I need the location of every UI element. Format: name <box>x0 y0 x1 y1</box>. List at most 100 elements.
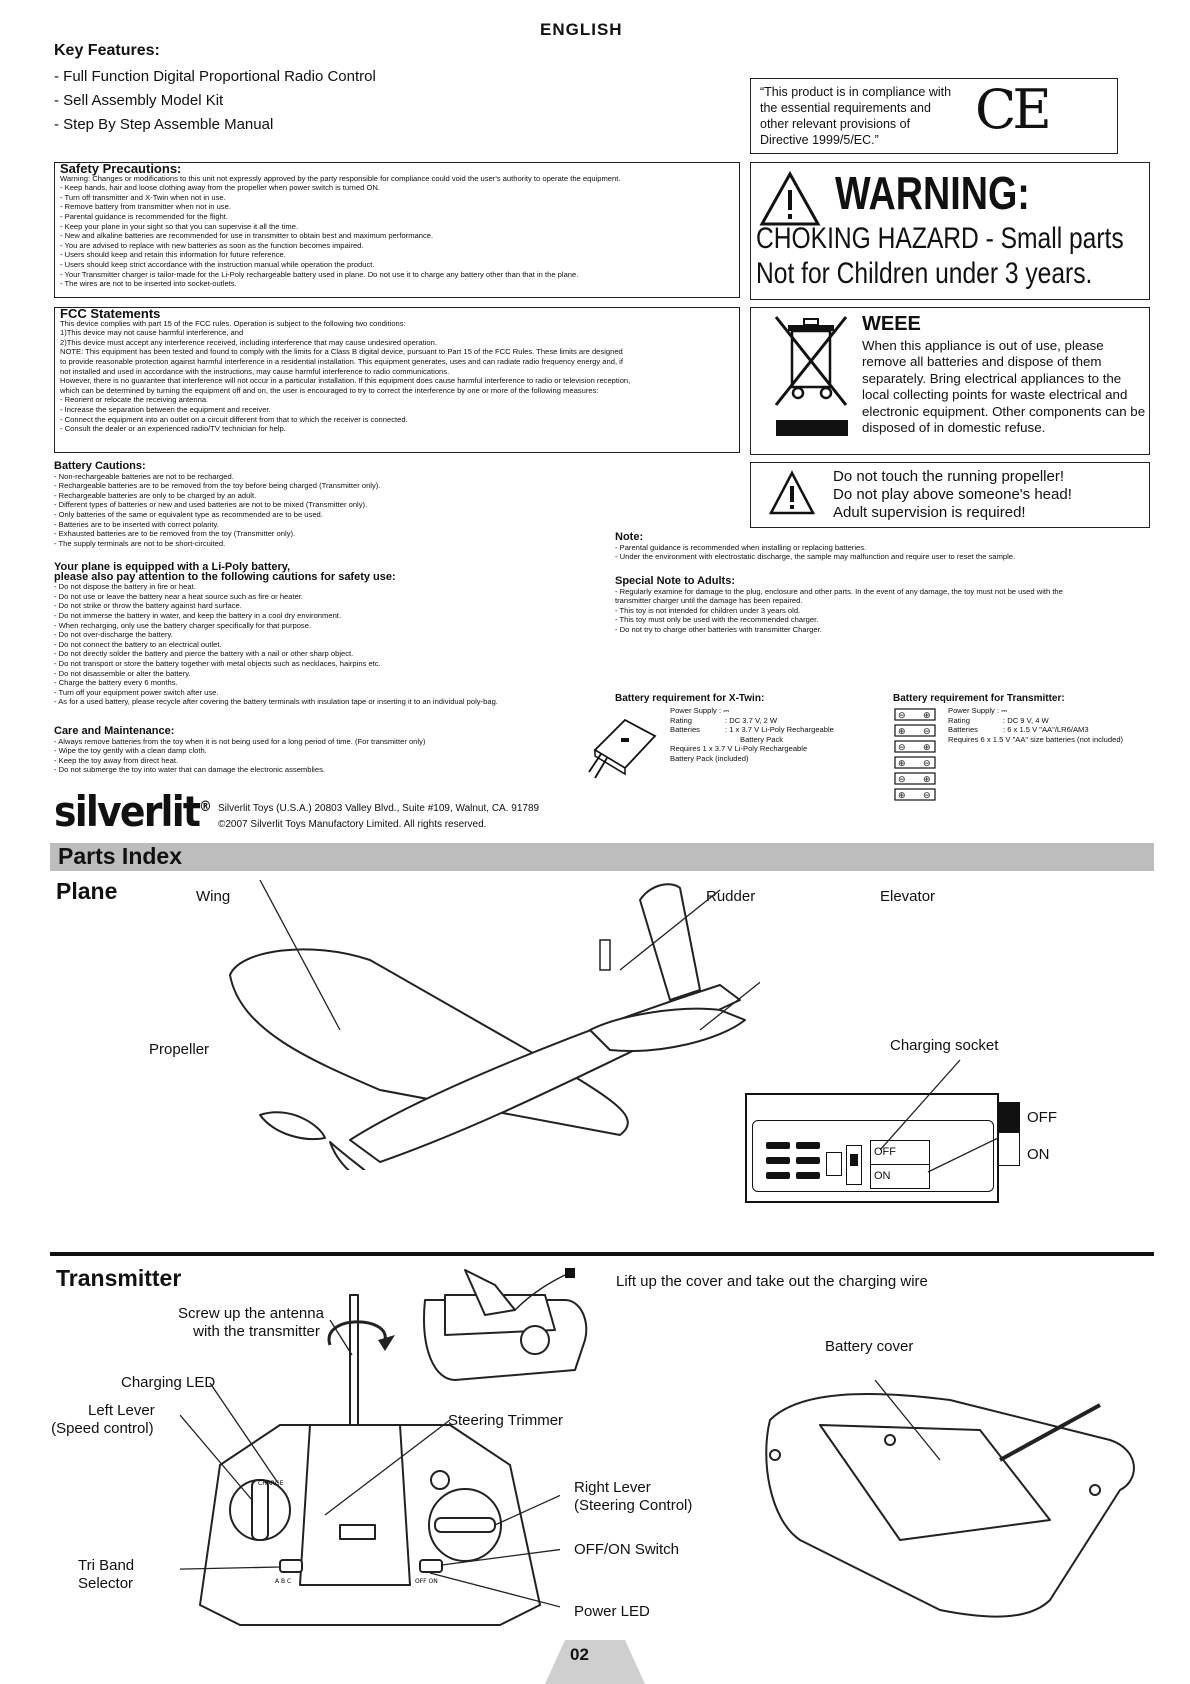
page-number-tab <box>545 1640 645 1684</box>
care-line: - Do not submerge the toy into water tha… <box>54 765 325 775</box>
care-maintenance: Care and Maintenance: - Always remove ba… <box>54 725 614 775</box>
key-features-list: - Full Function Digital Proportional Rad… <box>54 65 376 137</box>
company-address: Silverlit Toys (U.S.A.) 20803 Valley Blv… <box>218 803 540 814</box>
fcc-line: However, there is no guarantee that inte… <box>60 376 631 386</box>
lipoly-line: - Do not over-discharge the battery. <box>54 630 173 640</box>
svg-text:⊖: ⊖ <box>898 775 906 785</box>
parts-index-title: Parts Index <box>58 843 182 869</box>
rating-value: : DC 9 V, 4 W <box>1003 715 1049 725</box>
lipoly-line: - Do not disassemble or alter the batter… <box>54 668 191 678</box>
propeller-warning-text: Do not touch the running propeller! Do n… <box>833 468 1072 522</box>
svg-text:⊖: ⊖ <box>898 711 906 721</box>
warning-title: WARNING: <box>835 167 1030 219</box>
svg-text:⊕: ⊕ <box>898 791 906 801</box>
safety-line: - Parental guidance is recommended for t… <box>60 211 228 221</box>
safety-line: - You are advised to replace with new ba… <box>60 240 364 250</box>
charge-text: CHARGE <box>258 1480 284 1487</box>
special-note-line: - This toy is not intended for children … <box>615 605 801 615</box>
tri-band-label: Tri Band Selector <box>78 1557 134 1593</box>
safety-line: - New and alkaline batteries are recomme… <box>60 231 434 241</box>
weee-title: WEEE <box>862 313 921 335</box>
propeller-label: Propeller <box>149 1041 210 1058</box>
silverlit-logo: silverlit® <box>54 787 212 836</box>
fcc-line: - Connect the equipment into an outlet o… <box>60 414 408 424</box>
fcc-line: to provide reasonable protection against… <box>60 356 623 366</box>
care-line: - Keep the toy away from direct heat. <box>54 755 179 765</box>
caution-line: - Exhausted batteries are to be removed … <box>54 529 296 539</box>
switch-detail <box>998 1102 1020 1166</box>
note: Note: - Parental guidance is recommended… <box>615 532 1155 562</box>
tri-band-line: Tri Band <box>78 1557 135 1574</box>
off-label: OFF <box>1027 1109 1057 1126</box>
parts-index-bar <box>50 843 1154 871</box>
safety-line: - Your Transmitter charger is tailor-mad… <box>60 269 579 279</box>
caution-line: - Rechargeable batteries are to be remov… <box>54 481 381 491</box>
safety-line: - Keep your plane in your sight so that … <box>60 221 299 231</box>
power-supply-label: Power Supply : <box>670 706 722 715</box>
battery-cautions-title: Battery Cautions: <box>54 460 146 472</box>
list-item: - Sell Assembly Model Kit <box>54 92 224 109</box>
right-lever-line: (Steering Control) <box>574 1497 693 1514</box>
dc-symbol-icon: ⎓ <box>723 706 730 715</box>
propeller-warning-box <box>750 462 1150 528</box>
caution-line: - Different types of batteries or new an… <box>54 500 368 510</box>
on-label-small: ON <box>874 1170 891 1182</box>
batteries-value: : 6 x 1.5 V "AA"/LR6/AM3 <box>1003 725 1089 735</box>
safety-line: - Keep hands, hair and loose clothing aw… <box>60 183 380 193</box>
fcc-line: - Increase the separation between the eq… <box>60 404 271 414</box>
batteries-label: Batteries <box>948 725 978 735</box>
svg-text:⊖: ⊖ <box>923 791 931 801</box>
batteries-value-cont: Battery Pack <box>740 734 784 744</box>
battery-cautions: Battery Cautions: - Non-rechargeable bat… <box>54 460 614 548</box>
propeller-warning-line: Do not touch the running propeller! <box>833 468 1064 485</box>
caution-line: - Non-rechargeable batteries are not to … <box>54 471 234 481</box>
lipoly-cautions: Your plane is equipped with a Li-Poly ba… <box>54 561 654 707</box>
screw-antenna-line: with the transmitter <box>193 1323 320 1340</box>
xtwin-battery-spec: Power Supply : ⎓ Rating: DC 3.7 V, 2 W B… <box>670 706 885 764</box>
svg-text:⊖: ⊖ <box>898 743 906 753</box>
key-features-title: Key Features: <box>54 42 160 59</box>
svg-text:⊕: ⊕ <box>923 743 931 753</box>
left-lever-line: (Speed control) <box>51 1420 154 1437</box>
propeller-warning-line: Do not play above someone's head! <box>833 486 1072 503</box>
left-lever-label: Left Lever (Speed control) <box>50 1402 155 1438</box>
rating-value: : DC 3.7 V, 2 W <box>725 715 778 725</box>
language-label: ENGLISH <box>540 20 623 39</box>
lipoly-title: Your plane is equipped with a Li-Poly ba… <box>54 561 291 573</box>
rating-label: Rating <box>948 715 970 725</box>
requires-text: Requires 1 x 3.7 V Li-Poly Rechargeable <box>670 744 808 754</box>
weee-box <box>750 307 1150 455</box>
lipoly-line: - Do not connect the battery to an elect… <box>54 639 222 649</box>
lipoly-battery-icon <box>588 718 657 779</box>
requires-text-cont: Battery Pack (included) <box>670 753 749 763</box>
list-item: - Full Function Digital Proportional Rad… <box>54 68 376 85</box>
special-note-line: - This toy must only be used with the re… <box>615 615 819 625</box>
caution-line: - Only batteries of the same or equivale… <box>54 509 323 519</box>
choking-warning-box <box>750 162 1150 300</box>
requires-text: Requires 6 x 1.5 V "AA" size batteries (… <box>948 734 1124 744</box>
off-on-text: OFF ON <box>415 1578 438 1585</box>
lipoly-subtitle: please also pay attention to the followi… <box>54 570 396 583</box>
charging-led-label: Charging LED <box>121 1374 216 1391</box>
ce-compliance-box <box>750 78 1118 154</box>
company-copyright: ©2007 Silverlit Toys Manufactory Limited… <box>218 819 487 830</box>
ce-compliance-text: “This product is in compliance with the … <box>760 85 952 147</box>
special-note-line: - Regularly examine for damage to the pl… <box>615 586 1063 596</box>
xtwin-battery-title: Battery requirement for X-Twin: <box>615 693 765 704</box>
lipoly-line: - Turn off your equipment power switch a… <box>54 687 219 697</box>
fcc-line: - Reorient or relocate the receiving ant… <box>60 395 209 405</box>
safety-title: Safety Precautions: <box>60 161 182 176</box>
power-switch[interactable] <box>846 1145 862 1185</box>
off-label-small: OFF <box>874 1146 896 1158</box>
special-note: Special Note to Adults: - Regularly exam… <box>615 576 1155 635</box>
right-lever-label: Right Lever (Steering Control) <box>574 1479 692 1515</box>
care-title: Care and Maintenance: <box>54 725 175 737</box>
offon-switch-label: OFF/ON Switch <box>574 1541 680 1558</box>
choking-hazard-text: CHOKING HAZARD - Small parts <box>756 222 1124 255</box>
batteries-label: Batteries <box>670 725 700 735</box>
battery-cover-label: Battery cover <box>825 1338 914 1355</box>
care-line: - Wipe the toy gently with a clean damp … <box>54 746 207 756</box>
safety-line: - Remove battery from transmitter when n… <box>60 202 231 212</box>
transmitter-battery-spec: Power Supply : ⎓ Rating: DC 9 V, 4 W Bat… <box>948 706 1158 744</box>
left-lever-line: Left Lever <box>88 1402 155 1419</box>
